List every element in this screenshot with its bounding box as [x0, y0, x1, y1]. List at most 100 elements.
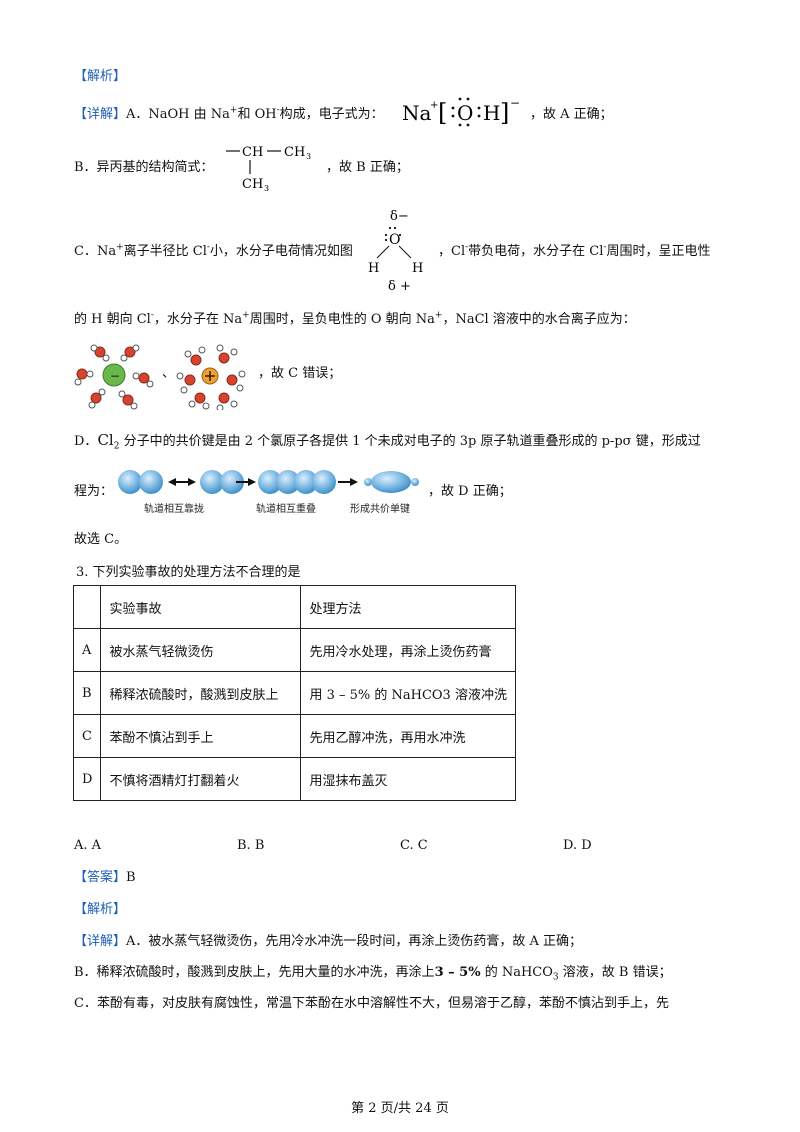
svg-text:[: [	[438, 99, 447, 127]
svg-text:δ +: δ +	[388, 279, 411, 294]
text: 的 NaHCO	[480, 965, 553, 980]
text: 分子中的共价键是由 2 个氯原子各提供 1 个未成对电子的 3p 原子轨道重叠形…	[119, 434, 701, 449]
svg-text:CH: CH	[284, 145, 305, 160]
option-a: A. A	[74, 838, 102, 853]
explain-line-d: D．Cl2 分子中的共价键是由 2 个氯原子各提供 1 个未成对电子的 3p 原…	[74, 430, 701, 452]
explain-line-a: 【详解】A．NaOH 由 Na+和 OH-构成，电子式为：	[74, 105, 384, 122]
svg-text:δ−: δ−	[390, 209, 409, 224]
svg-text:−: −	[510, 96, 520, 110]
header-cell: 实验事故	[100, 585, 302, 629]
table-row: A 被水蒸气轻微烫伤 先用冷水处理，再涂上烫伤药膏	[72, 628, 516, 672]
accident-cell: 苯酚不慎沾到手上	[100, 714, 302, 758]
method-cell: 先用冷水处理，再涂上烫伤药膏	[300, 628, 516, 672]
svg-text:+: +	[430, 100, 438, 111]
hydrated-chloride-ion: −	[74, 344, 154, 410]
option-d: D. D	[563, 838, 592, 853]
analysis-tag: 【解析】	[74, 69, 127, 84]
accident-table: 实验事故 处理方法 A 被水蒸气轻微烫伤 先用冷水处理，再涂上烫伤药膏 B 稀释…	[72, 585, 516, 801]
detail-tag-q3: 【详解】	[74, 934, 127, 949]
method-cell: 用湿抹布盖灭	[300, 757, 516, 801]
row-label: D	[72, 757, 102, 801]
table-row: D 不慎将酒精灯打翻着火 用湿抹布盖灭	[72, 757, 516, 801]
explain-line-c-right: ，Cl-带负电荷，水分子在 Cl-周围时，呈正电性	[438, 242, 711, 259]
text: 带负电荷，水分子在 Cl	[468, 244, 604, 259]
text: 周围时，呈负电性的 O 朝向 Na	[249, 312, 435, 327]
explain-q3-c: C．苯酚有毒，对皮肤有腐蚀性，常温下苯酚在水中溶解性不大，但易溶于乙醇，苯酚不慎…	[74, 996, 669, 1011]
explain-q3-a: 【详解】A．被水蒸气轻微烫伤，先用冷水冲洗一段时间，再涂上烫伤药膏，故 A 正确…	[74, 932, 582, 952]
text: ，NaCl 溶液中的水合离子应为：	[442, 312, 636, 327]
text: 3	[552, 972, 559, 983]
explain-b-end: ，故 B 正确；	[326, 160, 409, 175]
analysis-tag-q3: 【解析】	[74, 902, 127, 917]
text: 小，水分子电荷情况如图	[209, 244, 353, 259]
text: A．NaOH 由 Na	[126, 107, 230, 122]
svg-text:Na: Na	[402, 101, 432, 125]
svg-text:O: O	[457, 101, 473, 125]
row-label: C	[72, 714, 102, 758]
row-label: B	[72, 671, 102, 715]
naoh-electron-formula: Na + [ O H ] −	[402, 96, 520, 127]
svg-text:CH: CH	[242, 177, 263, 192]
option-b: B. B	[237, 838, 265, 853]
text: ，水分子在 Na	[153, 312, 243, 327]
text: C．Na	[74, 244, 117, 259]
text: B．稀释浓硫酸时，酸溅到皮肤上，先用大量的水冲洗，再涂上	[74, 965, 435, 980]
text: 的 H 朝向 Cl	[74, 312, 151, 327]
page-footer: 第 2 页/共 24 页	[351, 1101, 449, 1116]
explain-c-end: ，故 C 错误；	[258, 366, 342, 381]
svg-text:−: −	[110, 369, 120, 383]
svg-text:]: ]	[500, 99, 509, 127]
text: 和 OH	[237, 107, 277, 122]
answer-line: 【答案】B	[74, 868, 136, 888]
explain-line-c: C．Na+离子半径比 Cl-小，水分子电荷情况如图	[74, 242, 353, 259]
row-label: A	[72, 628, 102, 672]
explain-q3-b: B．稀释浓硫酸时，酸溅到皮肤上，先用大量的水冲洗，再涂上3 – 5% 的 NaH…	[74, 963, 672, 983]
svg-text:O: O	[389, 232, 400, 248]
hydrated-sodium-ion	[176, 344, 246, 410]
table-row: C 苯酚不慎沾到手上 先用乙醇冲洗，再用水冲洗	[72, 714, 516, 758]
water-dipole-diagram: δ− O H H δ +	[368, 209, 423, 294]
question-stem: 3. 下列实验事故的处理方法不合理的是	[76, 565, 301, 580]
text: 溶液，故 B 错误；	[558, 965, 672, 980]
explain-line-c2: 的 H 朝向 Cl-，水分子在 Na+周围时，呈负电性的 O 朝向 Na+，Na…	[74, 310, 636, 327]
text: ，Cl	[438, 244, 466, 259]
text: 2	[113, 441, 120, 452]
method-cell: 先用乙醇冲洗，再用水冲洗	[300, 714, 516, 758]
text: 3 – 5%	[434, 965, 481, 980]
conclusion: 故选 C。	[74, 532, 128, 547]
option-c: C. C	[400, 838, 428, 853]
accident-cell: 稀释浓硫酸时，酸溅到皮肤上	[100, 671, 302, 715]
accident-cell: 被水蒸气轻微烫伤	[100, 628, 302, 672]
text: A．被水蒸气轻微烫伤，先用冷水冲洗一段时间，再涂上烫伤药膏，故 A 正确；	[126, 934, 583, 949]
svg-text:H: H	[483, 101, 500, 125]
method-cell: 用 3 – 5% 的 NaHCO3 溶液冲洗	[300, 671, 516, 715]
svg-text:CH: CH	[242, 145, 263, 160]
text: 周围时，呈正电性	[606, 244, 711, 259]
text: Cl	[97, 431, 114, 449]
caption-approach: 轨道相互靠拢	[144, 502, 204, 515]
table-row: B 稀释浓硫酸时，酸溅到皮肤上 用 3 – 5% 的 NaHCO3 溶液冲洗	[72, 671, 516, 715]
text: 离子半径比 Cl	[123, 244, 207, 259]
explain-line-d2: 程为：	[74, 484, 114, 499]
answer-value: B	[126, 870, 136, 885]
caption-bond: 形成共价单键	[350, 502, 410, 515]
separator: 、	[162, 366, 176, 381]
svg-text:3: 3	[264, 184, 269, 193]
text: D．	[74, 434, 98, 449]
orbital-overlap-process: 轨道相互靠拢 轨道相互重叠 形成共价单键	[118, 470, 419, 515]
header-cell: 处理方法	[300, 585, 516, 629]
explain-a-end: ，故 A 正确；	[530, 107, 613, 122]
caption-overlap: 轨道相互重叠	[256, 502, 316, 515]
accident-cell: 不慎将酒精灯打翻着火	[100, 757, 302, 801]
table-header: 实验事故 处理方法	[72, 585, 516, 629]
explain-d-end: ，故 D 正确；	[428, 484, 512, 499]
explain-line-b: B．异丙基的结构简式：	[74, 160, 214, 175]
svg-text:H: H	[368, 261, 379, 276]
answer-tag: 【答案】	[74, 870, 127, 885]
svg-text:3: 3	[306, 152, 311, 161]
text: 构成，电子式为：	[279, 107, 384, 122]
svg-text:H: H	[412, 261, 423, 276]
header-cell	[72, 585, 102, 629]
detail-tag: 【详解】	[74, 107, 127, 122]
